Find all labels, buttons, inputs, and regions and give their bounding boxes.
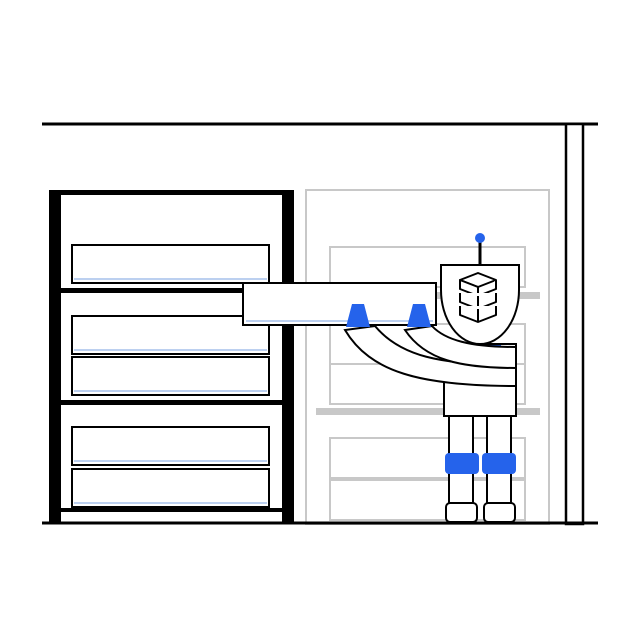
- background-shelf-rail-mid: [316, 408, 540, 415]
- shelf-boxes: [71, 244, 270, 508]
- shelf-box: [71, 244, 270, 284]
- antenna-light: [475, 233, 485, 243]
- robot-gripper: [407, 304, 431, 327]
- robot-foot: [483, 502, 516, 523]
- robot-head: [440, 233, 520, 345]
- shelf-box: [71, 315, 270, 355]
- shelf-box: [71, 356, 270, 396]
- robot-gripper: [346, 304, 370, 327]
- robot-arms: [343, 324, 517, 388]
- robot-legs: [445, 413, 516, 523]
- cube-stack-icon: [459, 272, 497, 323]
- shelf-box: [71, 468, 270, 508]
- carried-box: [242, 282, 437, 326]
- robot-foot: [445, 502, 478, 523]
- shelf-box: [71, 426, 270, 466]
- robot-knee-band: [482, 453, 516, 474]
- wall-post: [564, 122, 585, 526]
- robot-knee-band: [445, 453, 479, 474]
